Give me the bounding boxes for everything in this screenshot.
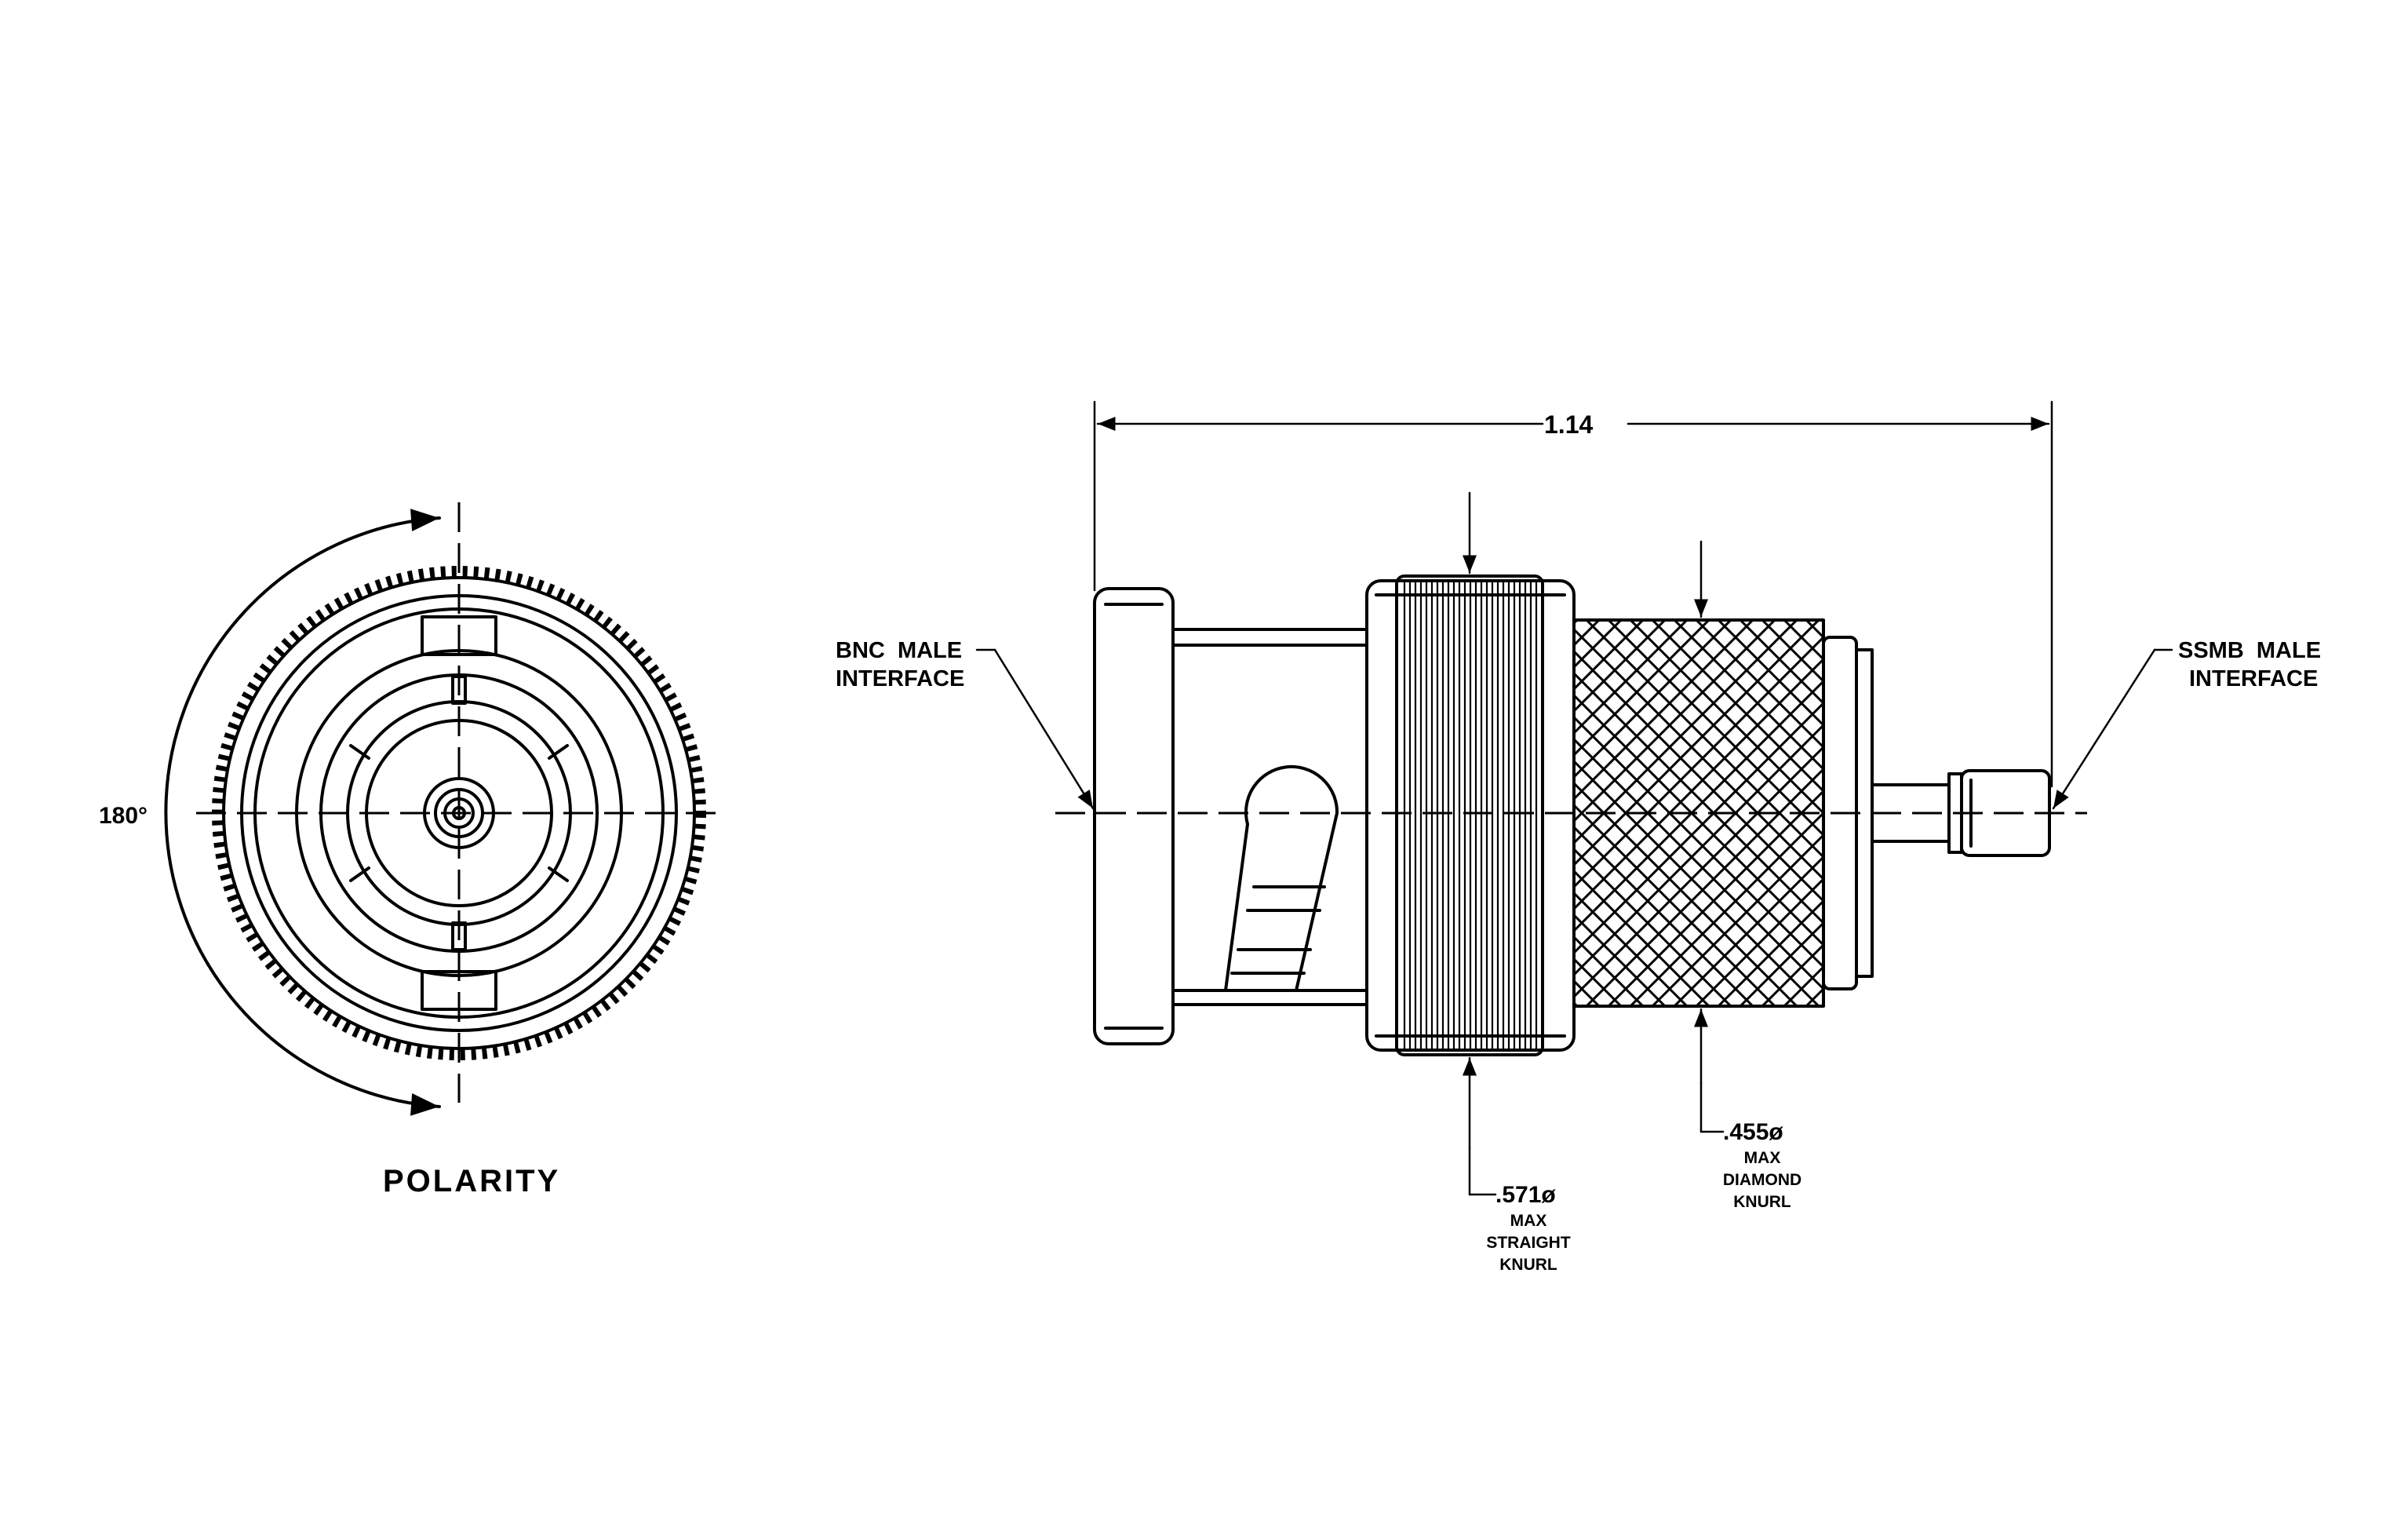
ssmb-pin-body [1960,769,2051,857]
straight-knurl-lines [1403,582,1538,1049]
outer-body-circle [222,576,696,1050]
center-pin [452,806,466,820]
slot-lower-left [349,866,370,882]
straight-knurl-max: MAX [1510,1212,1547,1230]
angle-label: 180° [99,803,148,829]
coupling-ring-circle [240,594,678,1032]
slot-lower-right [548,866,569,882]
diamond-knurl-word: KNURL [1733,1193,1791,1211]
polarity-caption: POLARITY [383,1164,560,1198]
diamond-knurl-max: MAX [1744,1149,1781,1167]
slot-upper-left [349,744,370,760]
polarity-view: 180° POLARITY [99,502,726,1198]
side-view: 1.14 [836,400,2321,1274]
interface-face-circle [253,607,665,1019]
bnc-callout-line-1: BNC MALE [836,638,962,663]
straight-knurl-type: STRAIGHT [1486,1234,1571,1252]
bnc-coupling-nut [1093,587,1175,1045]
slot-bottom [451,921,467,951]
center-contact-outer [423,777,495,849]
bayonet-slot [1224,764,1339,992]
diamond-knurl-type: DIAMOND [1723,1171,1801,1189]
diamond-knurl-dia: .455ø [1723,1119,1783,1145]
straight-knurl-word: KNURL [1499,1256,1557,1274]
ssmb-callout-line-2: INTERFACE [2189,666,2318,691]
bayonet-outer-circle [295,649,623,977]
center-contact-inner [443,797,475,829]
bayonet-lug-top [421,615,497,656]
center-contact-mid [434,788,484,838]
bayonet-lug-bottom [421,970,497,1011]
slot-upper-right [548,744,569,760]
ssmb-leader [2052,648,2156,810]
diamond-knurl-fill [1574,620,1823,1006]
bnc-callout-line-2: INTERFACE [836,666,964,691]
bnc-leader [993,648,1095,810]
straight-knurl-body [1395,574,1544,1056]
dielectric-inner-circle [365,719,553,907]
slot-top [451,675,467,705]
overall-length-label: 1.14 [1544,410,1593,439]
rotation-arc [164,509,441,1116]
knurl-ring [212,566,706,1060]
straight-knurl-dia: .571ø [1495,1182,1556,1208]
ssmb-callout-line-1: SSMB MALE [2178,638,2321,663]
